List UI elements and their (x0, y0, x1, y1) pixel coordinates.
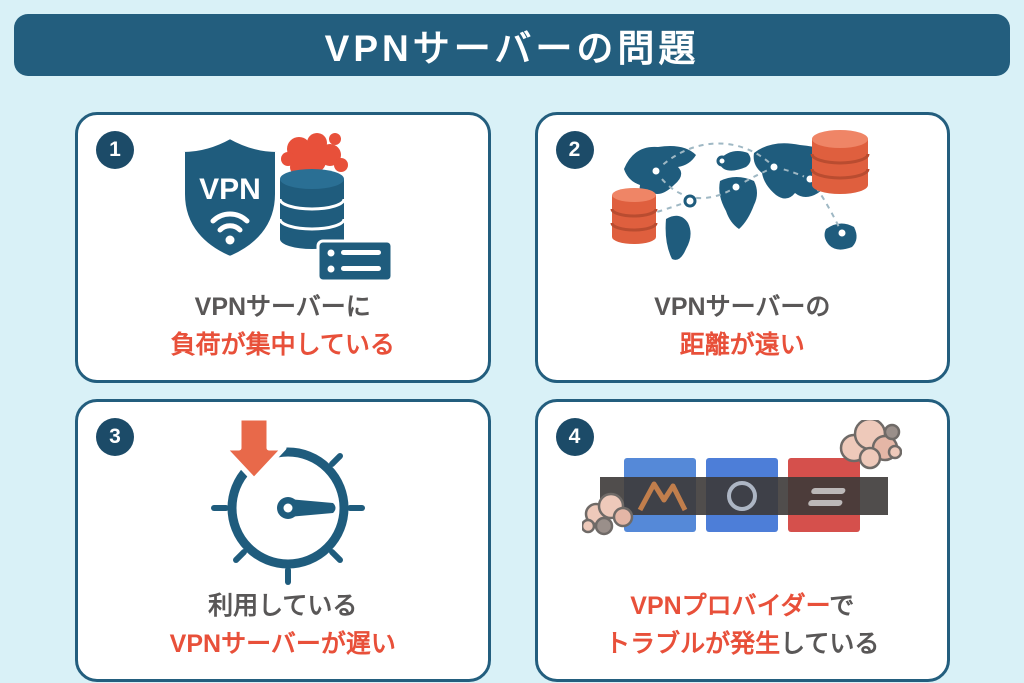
wifi-dot (225, 235, 235, 245)
vpn-provider-trouble-icon (548, 414, 938, 586)
card-vpn-server-slow: 3 (75, 399, 491, 682)
database-stack-icon (278, 169, 346, 249)
card-vpn-server-distance: 2 (534, 112, 950, 383)
slow-speedometer-icon (88, 414, 478, 586)
overheat-smoke-icon (280, 133, 348, 176)
card-3-number-badge: 3 (96, 418, 134, 456)
circle-logo-hint (727, 481, 758, 511)
vpn-shield-icon: VPN (180, 134, 279, 261)
card-3-caption-line2: VPNサーバーが遅い (169, 629, 396, 658)
card-2-caption-line1: VPNサーバーの (654, 293, 831, 321)
world-map-graphic (610, 130, 870, 260)
card-vpn-server-load: 1 (75, 112, 491, 383)
card-4-caption-line1-accent: VPNプロバイダー (630, 592, 830, 620)
gauge-ring (210, 447, 365, 585)
server-box-icon (316, 239, 394, 283)
card-4-caption: VPNプロバイダーで トラブルが発生している (605, 588, 879, 663)
card-4-number-badge: 4 (555, 418, 594, 456)
page-title: VPNサーバーの問題 (324, 28, 700, 69)
card-4-caption-line1-plain: で (829, 592, 855, 620)
left-server-icon (610, 188, 658, 244)
card-2-caption: VPNサーバーの 距離が遠い (654, 289, 830, 364)
wifi-arc-inner (217, 223, 243, 233)
card-1-caption-line2: 負荷が集中している (170, 330, 395, 359)
provider-logos-graphic (582, 420, 903, 536)
card-1-caption: VPNサーバーに 負荷が集中している (171, 289, 395, 364)
smoke-cloud-left-icon (582, 492, 634, 536)
card-1-number-badge: 1 (96, 131, 134, 169)
smoke-cloud-right-icon (840, 420, 903, 470)
page-title-bar: VPNサーバーの問題 (14, 14, 1010, 76)
card-2-caption-line2: 距離が遠い (679, 330, 805, 359)
stripes-logo-hint (808, 488, 846, 506)
wifi-arc-outer (210, 211, 250, 224)
card-vpn-provider-trouble: 4 VPNプロバイダーで トラブルが発生している (534, 399, 950, 682)
shield-vpn-label: VPN (199, 173, 261, 206)
cards-grid: 1 (75, 112, 950, 682)
censor-bar (600, 477, 889, 515)
world-map-distant-servers-icon (548, 127, 938, 287)
card-1-caption-line1: VPNサーバーに (194, 293, 371, 321)
card-3-caption-line1: 利用している (208, 592, 358, 620)
speedometer-graphic (210, 415, 365, 585)
vpn-shield-server-graphic: VPN (180, 133, 394, 283)
card-2-number-badge: 2 (555, 131, 594, 169)
mountain-logo-hint (638, 481, 688, 512)
down-arrow-icon (221, 415, 287, 483)
card-4-caption-line2-plain: している (780, 629, 880, 658)
vpn-shield-overloaded-server-icon: VPN (88, 127, 478, 287)
right-server-icon (810, 130, 870, 194)
gauge-needle (276, 497, 336, 519)
card-4-caption-line2-accent: トラブルが発生 (605, 629, 781, 658)
card-3-caption: 利用している VPNサーバーが遅い (170, 588, 396, 663)
network-nodes (649, 155, 849, 240)
